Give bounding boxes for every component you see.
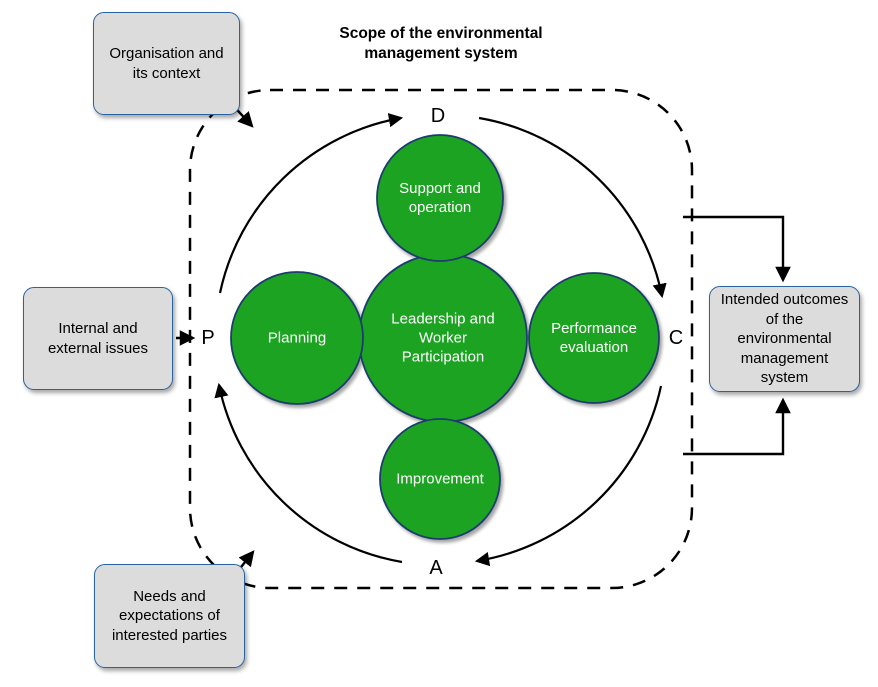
arc-plan-to-do (218, 113, 404, 294)
organisation-context-box: Organisation and its context (93, 12, 240, 115)
intended-outcomes-box: Intended outcomes of the environmental m… (709, 286, 860, 392)
leadership-circle (358, 253, 528, 423)
performance-evaluation-circle (528, 272, 660, 404)
needs-expectations-box: Needs and expectations of interested par… (94, 564, 245, 668)
planning-circle (230, 271, 364, 405)
arc-check-to-act (474, 385, 663, 567)
outcomes-bottom-elbow-arrow (683, 397, 791, 456)
internal-external-issues-box: Internal and external issues (23, 287, 173, 390)
cycle-letter-plan: P (201, 327, 215, 349)
diagram-title: Scope of the environmental management sy… (339, 25, 543, 62)
improvement-circle (379, 418, 501, 540)
arc-do-to-check (478, 116, 667, 299)
cycle-letter-check: C (668, 327, 684, 349)
outcomes-top-elbow-arrow (683, 215, 791, 283)
support-operation-circle (376, 134, 504, 262)
cycle-letter-do: D (430, 105, 446, 127)
cycle-letter-act: A (429, 557, 443, 579)
arc-act-to-plan (214, 382, 403, 564)
